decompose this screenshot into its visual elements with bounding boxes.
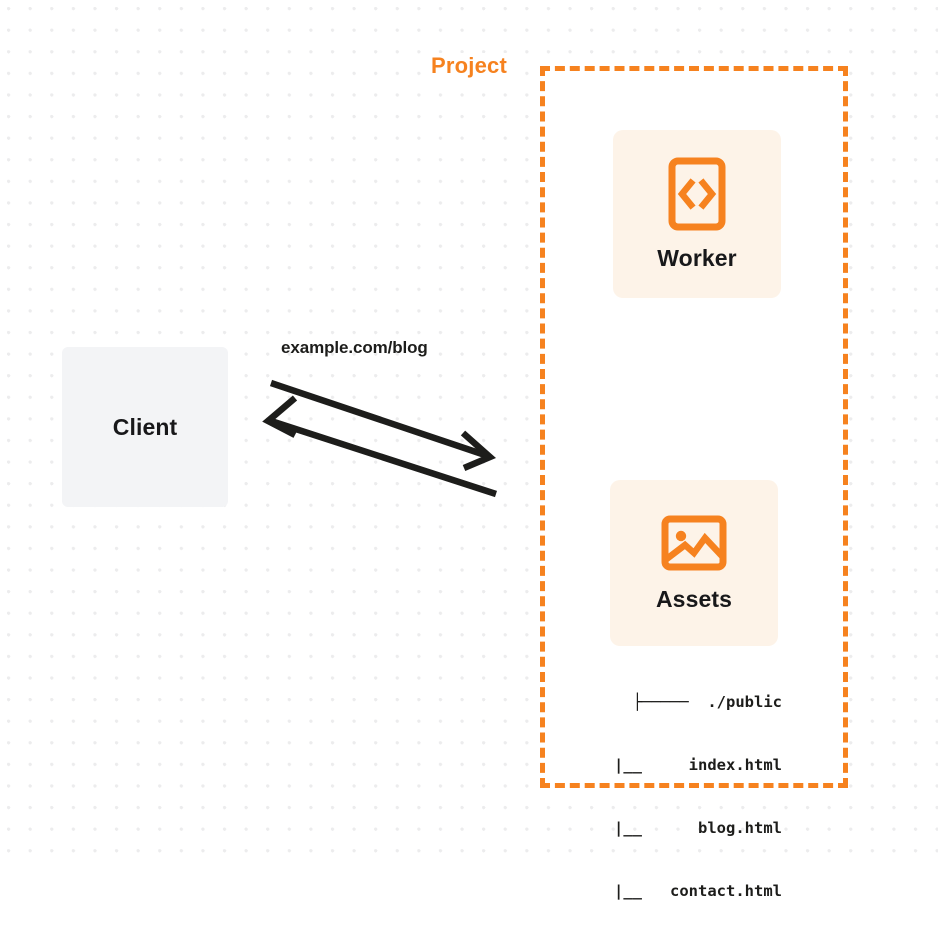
diagram-canvas: Client example.com/blog Project Worker <box>0 0 938 900</box>
code-brackets-icon <box>668 157 726 230</box>
project-group-title: Project <box>424 53 514 79</box>
request-arrow <box>269 379 497 471</box>
worker-node[interactable]: Worker <box>613 130 781 298</box>
response-arrow <box>262 395 498 498</box>
file-tree-line: |__ contact.html <box>567 882 782 900</box>
assets-node[interactable]: Assets <box>610 480 778 646</box>
connector-arrows <box>262 379 498 498</box>
file-tree-line: ├───── ./public <box>632 693 782 711</box>
worker-node-label: Worker <box>657 244 737 271</box>
image-picture-icon <box>661 515 727 570</box>
client-node-label: Client <box>112 413 178 440</box>
client-node[interactable]: Client <box>62 347 228 507</box>
file-tree-line: |__ blog.html <box>567 819 782 837</box>
assets-node-label: Assets <box>655 585 733 612</box>
assets-file-tree: ├───── ./public |__ index.html |__ blog.… <box>520 650 782 944</box>
connector-label: example.com/blog <box>281 338 428 357</box>
file-tree-line: |__ index.html <box>567 756 782 774</box>
